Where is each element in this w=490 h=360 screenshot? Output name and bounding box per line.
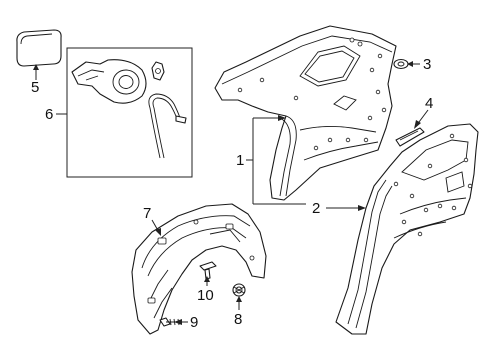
callout-1-2-leader [246,115,366,211]
callout-8-leader [236,296,242,310]
callout-4: 4 [425,95,433,112]
part-quarter-panel[interactable] [214,25,397,201]
kit-box [66,47,193,178]
part-clip[interactable] [151,61,165,81]
callout-4-leader [414,109,429,129]
callout-7-leader [151,219,161,236]
callout-8: 8 [234,311,242,328]
callout-9: 9 [190,314,198,331]
callout-10: 10 [197,287,214,304]
part-push-clip[interactable] [199,261,217,280]
part-seal-pad[interactable] [395,127,425,147]
part-drain-hose[interactable] [148,93,187,159]
callout-5: 5 [31,79,39,96]
callout-10-leader [204,276,210,286]
callout-5-leader [33,64,39,80]
callout-2: 2 [312,200,320,217]
part-fuel-door[interactable] [16,29,62,67]
callout-7: 7 [143,205,151,222]
part-nut[interactable] [232,283,246,297]
callout-3-leader [407,61,420,67]
callout-9-leader [174,319,188,325]
part-grommet[interactable] [393,58,409,70]
part-filler-housing[interactable] [71,59,147,104]
part-wheelhouse-liner[interactable] [131,203,267,335]
callout-1: 1 [236,152,244,169]
callout-6: 6 [45,106,53,123]
part-inner-quarter-panel[interactable] [335,123,479,335]
callout-3: 3 [423,56,431,73]
